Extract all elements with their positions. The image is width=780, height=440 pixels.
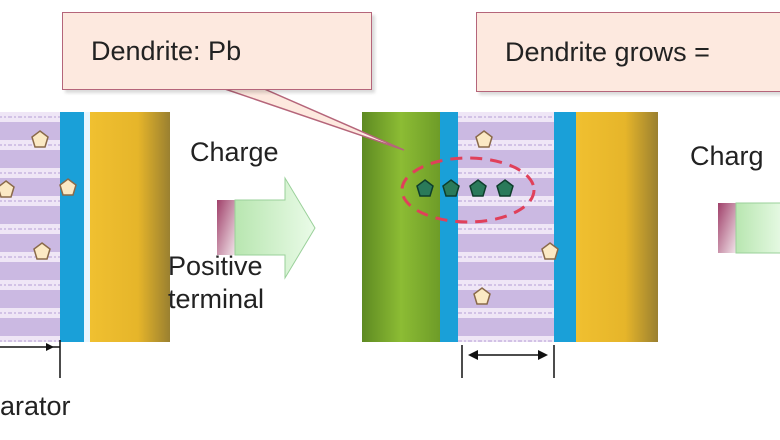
ion-particles <box>0 130 77 260</box>
separator-label: arator <box>0 391 71 421</box>
callout-text: Dendrite: Pb <box>91 35 242 66</box>
positive-electrode <box>576 112 658 342</box>
separator-membrane-right <box>554 112 576 342</box>
separator-membrane-left <box>440 112 458 342</box>
dendrite-crystals <box>416 179 514 197</box>
ion-particles <box>473 130 559 305</box>
charge-label-2: Charg <box>690 141 764 171</box>
positive-electrode <box>90 112 170 342</box>
positive-terminal-label-line1: Positive <box>168 251 263 281</box>
callout-text: Dendrite grows = <box>505 36 710 67</box>
negative-electrode <box>362 112 440 342</box>
cell-center <box>362 112 658 378</box>
charge-arrow-2 <box>718 202 780 254</box>
callout-dendrite-grows: Dendrite grows = <box>476 12 780 92</box>
callout-dendrite-pb: Dendrite: Pb <box>62 12 372 90</box>
cell-left <box>0 112 170 378</box>
electrolyte-region <box>0 112 60 342</box>
charge-arrow-1 <box>217 176 316 280</box>
positive-terminal-label-line2: terminal <box>168 284 265 314</box>
separator-membrane <box>60 112 84 342</box>
dendrite-highlight-ring <box>400 156 536 224</box>
electrolyte-region <box>458 112 554 342</box>
charge-label-1: Charge <box>190 137 279 167</box>
